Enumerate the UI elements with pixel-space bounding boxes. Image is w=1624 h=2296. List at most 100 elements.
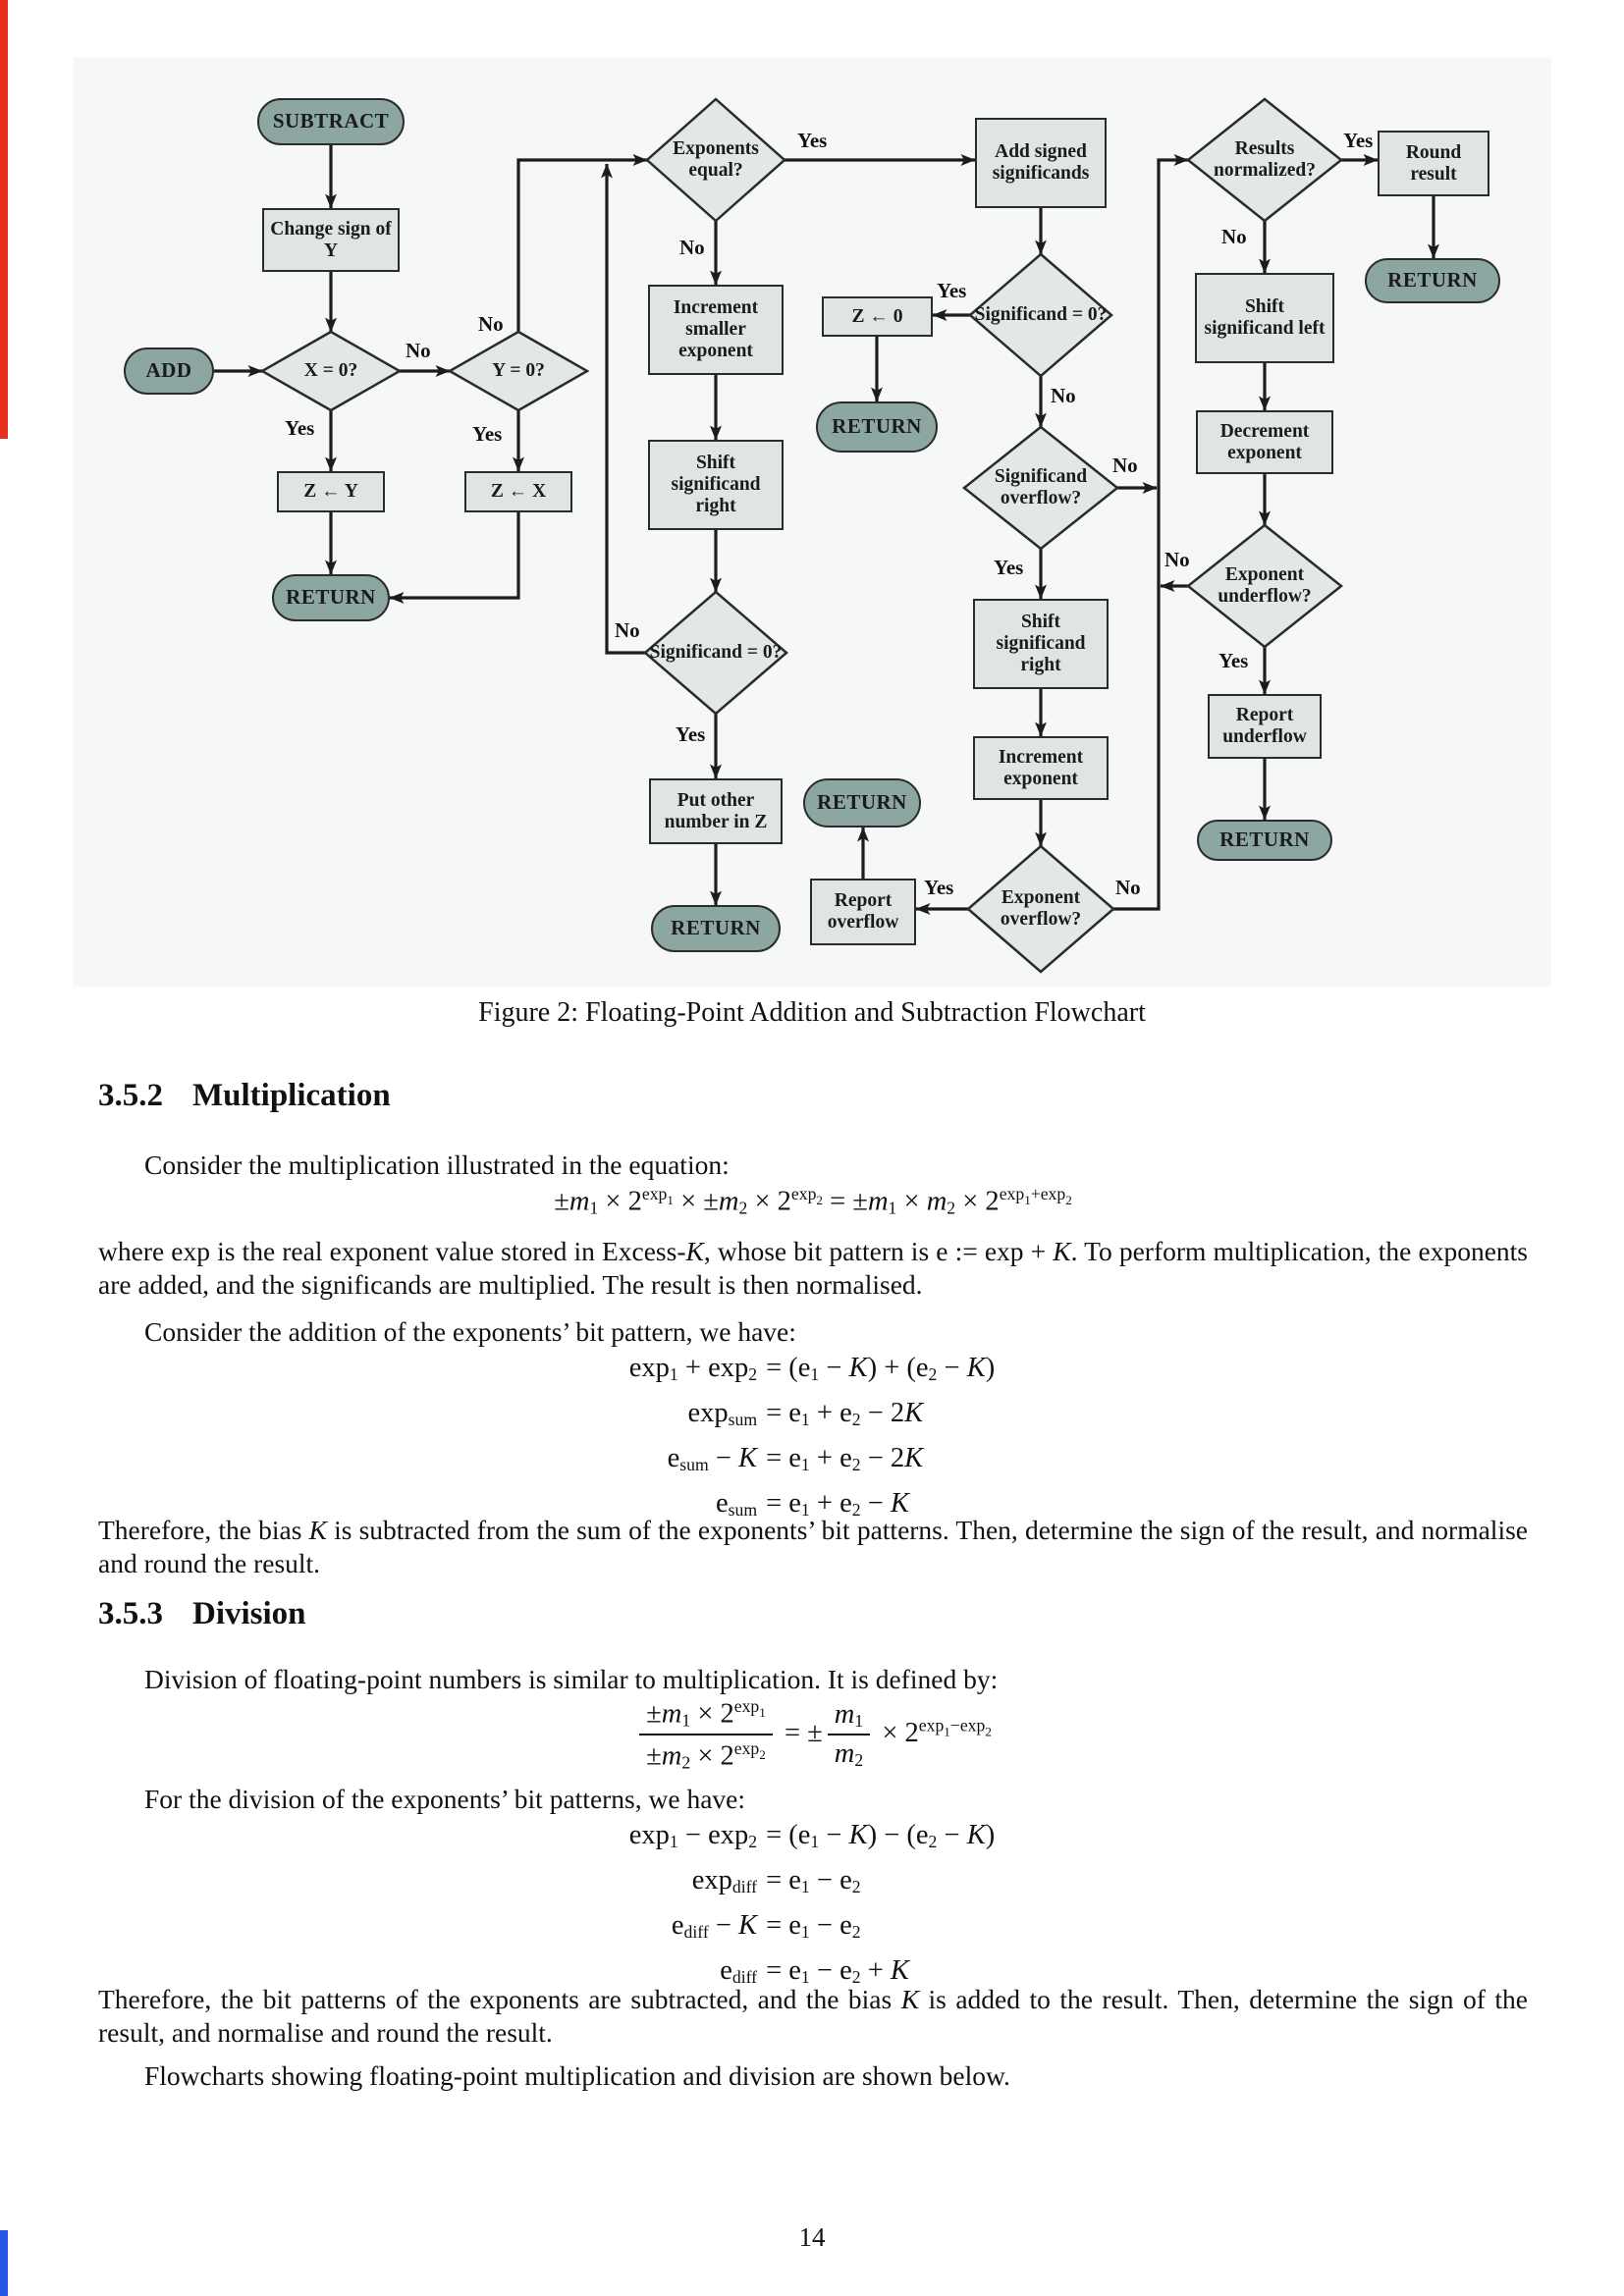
decision-significand-zero-top-shape [968, 252, 1113, 378]
eq-div-2-lhs: expdiff [691, 1864, 758, 1896]
section-title: Division [192, 1596, 306, 1631]
terminal-return-overflow: RETURN [803, 778, 921, 828]
edge-label-yes-exponents-equal: Yes [797, 129, 828, 152]
section-number: 3.5.3 [98, 1596, 163, 1631]
edge-label-yes-exponent-underflow: Yes [1218, 649, 1249, 672]
decision-significand-zero-bottom-shape [643, 590, 788, 716]
eq-add-2-lhs: expsum [687, 1397, 758, 1429]
decision-significand-zero-top: Significand = 0? [974, 304, 1108, 326]
decision-exponent-overflow-shape [966, 844, 1115, 974]
paragraph-consider-multiplication: Consider the multiplication illustrated … [144, 1149, 730, 1180]
edge-label-yes-y0: Yes [472, 422, 503, 446]
decision-shapes [259, 97, 1344, 974]
terminal-return-zzero: RETURN [816, 401, 938, 453]
eq-div-3-lhs: ediff − K [671, 1909, 758, 1942]
left-edge-marker-red [0, 0, 8, 439]
process-put-other-number-in-z: Put other number in Z [649, 778, 783, 844]
process-z-gets-x: Z ← X [464, 471, 572, 512]
terminal-return-left: RETURN [272, 574, 390, 621]
edge-label-no-y0: No [478, 312, 504, 336]
process-change-sign-of-y: Change sign of Y [262, 208, 400, 272]
edge-label-yes-exponent-overflow: Yes [924, 876, 954, 899]
eq-div-3-rhs: = e1 − e2 [766, 1909, 861, 1942]
aligned-equations: exp1 + exp2= (e1 − K) + (e2 − K) expsum=… [629, 1349, 995, 1529]
edge-label-no-significand-zero-top: No [1051, 384, 1076, 407]
process-report-overflow: Report overflow [810, 879, 916, 945]
figure-caption: Figure 2: Floating-Point Addition and Su… [478, 997, 1146, 1028]
decision-exponent-overflow: Exponent overflow? [1000, 887, 1082, 930]
terminal-return-round: RETURN [1365, 258, 1500, 303]
process-increment-exponent: Increment exponent [973, 736, 1109, 800]
process-z-gets-zero: Z ← 0 [822, 296, 933, 337]
edge-label-yes-significand-zero-top: Yes [937, 279, 967, 302]
process-decrement-exponent: Decrement exponent [1196, 410, 1333, 474]
paragraph-consider-addition: Consider the addition of the exponents’ … [144, 1316, 796, 1347]
section-heading-multiplication: 3.5.2 Multiplication [98, 1078, 391, 1114]
terminal-add: ADD [124, 347, 214, 395]
decision-exponents-equal-shape [645, 97, 786, 223]
paragraph-therefore-bias-subtracted: Therefore, the bias K is subtracted from… [98, 1515, 1528, 1578]
decision-significand-zero-bottom: Significand = 0? [649, 642, 783, 664]
eq-add-2-rhs: = e1 + e2 − 2K [766, 1397, 924, 1429]
decision-y0-shape [447, 330, 590, 412]
eq-add-4-rhs: = e1 + e2 − K [766, 1487, 909, 1520]
edge-label-yes-significand-zero-bottom: Yes [676, 722, 706, 746]
process-shift-significand-right-right-col: Shift significand right [973, 599, 1109, 689]
edge-label-no-significand-zero-bottom: No [615, 618, 640, 642]
eq-add-1-rhs: = (e1 − K) + (e2 − K) [766, 1353, 996, 1384]
decision-exponents-equal: Exponents equal? [673, 138, 759, 181]
eq-add-3-rhs: = e1 + e2 − 2K [766, 1442, 924, 1474]
process-round-result: Round result [1378, 131, 1489, 196]
equation-group-addition: exp1 + exp2= (e1 − K) + (e2 − K) expsum=… [0, 1349, 1624, 1529]
flowchart-connectors [214, 97, 1439, 974]
edge-label-no-x0: No [406, 339, 431, 362]
decision-significand-overflow: Significand overflow? [994, 466, 1088, 508]
terminal-return-putother: RETURN [651, 905, 781, 952]
connector-lines [214, 145, 1439, 915]
eq-div-4-lhs: ediff [720, 1954, 758, 1987]
paragraph-division-intro: Division of floating-point numbers is si… [144, 1664, 999, 1694]
edge-label-no-exponent-underflow: No [1164, 548, 1190, 571]
eq-add-1-lhs: exp1 + exp2 [628, 1353, 758, 1384]
edge-label-yes-significand-overflow: Yes [994, 556, 1024, 579]
section-heading-division: 3.5.3 Division [98, 1596, 306, 1632]
edge-label-no-significand-overflow: No [1112, 454, 1138, 477]
decision-significand-overflow-shape [961, 425, 1120, 551]
eq-div-1-rhs: = (e1 − K) − (e2 − K) [766, 1820, 996, 1851]
terminal-return-underflow: RETURN [1197, 820, 1332, 861]
decision-results-normalized-shape [1185, 97, 1344, 223]
edge-label-no-exponent-overflow: No [1115, 876, 1141, 899]
edge-label-yes-x0: Yes [285, 416, 315, 440]
decision-exponent-underflow-shape [1185, 523, 1344, 649]
eq-div-1-lhs: exp1 − exp2 [628, 1820, 758, 1851]
left-edge-marker-blue [0, 2230, 8, 2296]
decision-exponent-underflow: Exponent underflow? [1218, 564, 1312, 607]
edge-label-no-exponents-equal: No [679, 236, 705, 259]
section-number: 3.5.2 [98, 1078, 163, 1113]
process-z-gets-y: Z ← Y [277, 471, 385, 512]
process-shift-significand-right-left-col: Shift significand right [648, 440, 784, 530]
equation-multiplication: ±m1 × 2exp1 × ±m2 × 2exp2 = ±m1 × m2 × 2… [554, 1184, 1072, 1218]
edge-label-yes-results-normalized: Yes [1343, 129, 1374, 152]
eq-add-4-lhs: esum [715, 1487, 758, 1520]
eq-div-2-rhs: = e1 − e2 [766, 1864, 861, 1896]
eq-add-3-lhs: esum − K [667, 1442, 758, 1474]
aligned-equations: exp1 − exp2 = (e1 − K) − (e2 − K) expdiff… [629, 1816, 995, 1997]
decision-y0: Y = 0? [492, 360, 545, 382]
eq-div-4-rhs: = e1 − e2 + K [766, 1954, 909, 1987]
process-report-underflow: Report underflow [1208, 694, 1322, 759]
terminal-subtract: SUBTRACT [257, 98, 405, 145]
edge-label-no-results-normalized: No [1221, 225, 1247, 248]
section-title: Multiplication [192, 1078, 391, 1113]
paragraph-flowcharts-below: Flowcharts showing floating-point multip… [144, 2060, 1010, 2091]
process-add-signed-significands: Add signed significands [975, 118, 1107, 208]
paragraph-therefore-bias-added: Therefore, the bit patterns of the expon… [98, 1984, 1528, 2048]
process-increment-smaller-exponent: Increment smaller exponent [648, 285, 784, 375]
paragraph-where-exp: where exp is the real exponent value sto… [98, 1236, 1528, 1300]
decision-x0: X = 0? [303, 360, 358, 382]
paragraph-for-division: For the division of the exponents’ bit p… [144, 1784, 745, 1814]
process-shift-significand-left: Shift significand left [1195, 273, 1334, 363]
decision-results-normalized: Results normalized? [1214, 138, 1316, 181]
